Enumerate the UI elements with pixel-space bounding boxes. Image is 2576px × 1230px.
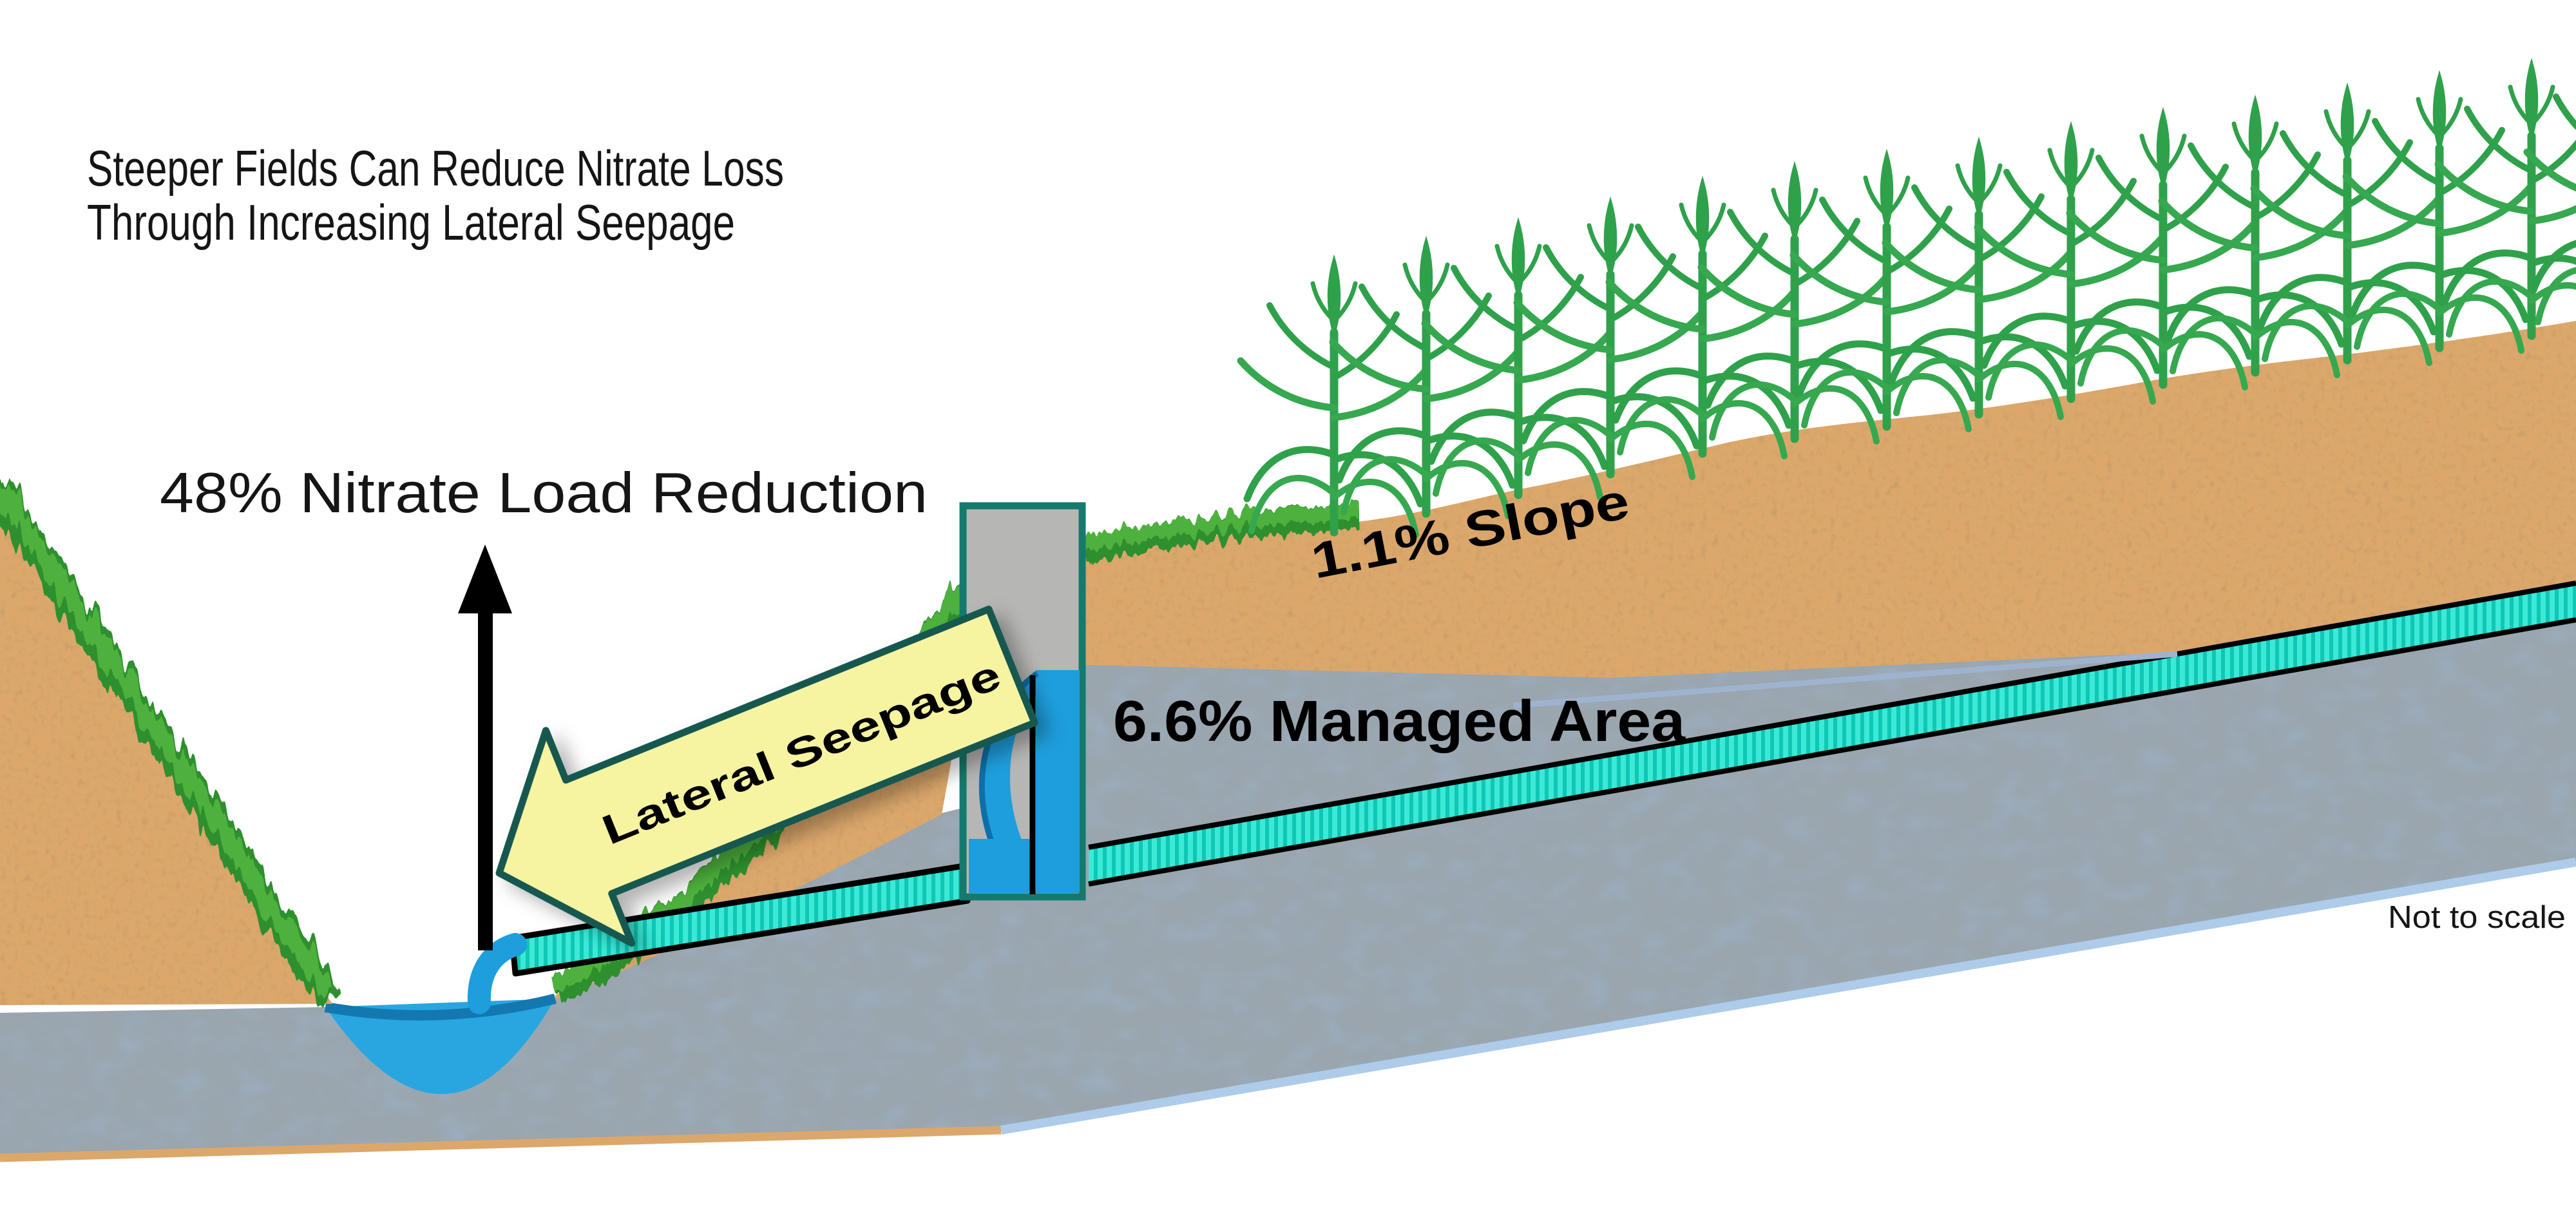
corn-plant-icon — [2254, 87, 2439, 363]
corn-plant-icon — [1885, 141, 2071, 417]
structure-water-column — [1036, 670, 1080, 893]
tile-drain-main — [1089, 583, 2576, 884]
page-title-line1: Steeper Fields Can Reduce Nitrate Loss — [87, 140, 784, 197]
tile-drain-pipe-icon — [467, 581, 2576, 1014]
corn-plant-icon — [1793, 153, 1979, 429]
corn-plant-icon — [1609, 180, 1795, 456]
stream-water-icon — [324, 994, 557, 1095]
corn-plant-icon — [1333, 240, 1518, 516]
corn-plant-icon — [2346, 75, 2532, 351]
nitrate-load-reduction-label: 48% Nitrate Load Reduction — [160, 461, 928, 524]
corn-plant-icon — [2162, 99, 2347, 375]
water-table-edge-line — [1513, 651, 2178, 709]
outlet-water-jet — [467, 933, 527, 1014]
scale-note-label: Not to scale — [2388, 900, 2566, 935]
saturated-zone — [0, 613, 2576, 1162]
managed-area-label: 6.6% Managed Area — [1113, 689, 1686, 754]
corn-plant-icon — [1978, 126, 2163, 401]
corn-plant-icon — [2070, 111, 2255, 387]
corn-plant-icon — [1425, 222, 1610, 497]
corn-plant-icon — [1517, 201, 1703, 477]
page-title-line2: Through Increasing Lateral Seepage — [87, 194, 735, 251]
tile-drain-outlet — [509, 862, 971, 977]
corn-plant-icon — [1241, 259, 1426, 535]
saturated-zone-bottom-tan-edge — [0, 1126, 1002, 1162]
structure-bottom-water — [969, 839, 1033, 893]
corn-plant-icon — [1701, 166, 1887, 441]
saturated-zone-bottom-blue-edge — [1000, 858, 2576, 1135]
structure-elbow-pipe — [982, 671, 1041, 867]
up-arrow-icon — [458, 544, 512, 950]
